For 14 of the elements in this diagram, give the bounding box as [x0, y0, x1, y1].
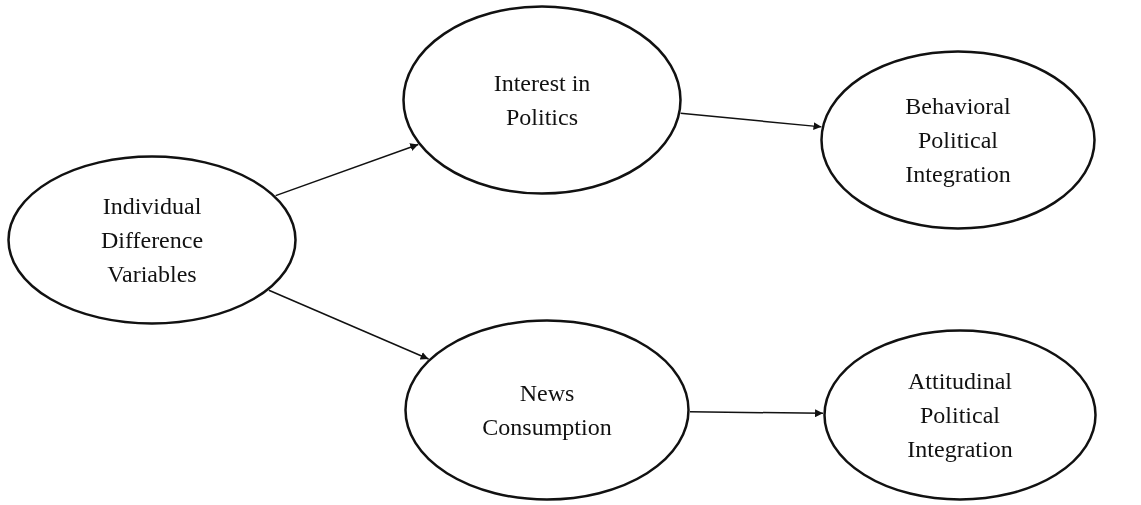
oval-node [823, 329, 1097, 501]
node-label: Interest in Politics [492, 69, 592, 132]
arrow [274, 143, 419, 197]
oval-node [7, 155, 297, 325]
oval-node [404, 319, 690, 501]
node-label: Individual Difference Variables [99, 192, 205, 289]
arrow [689, 409, 824, 418]
oval-node [820, 50, 1096, 230]
oval-node [402, 5, 682, 195]
arrow [268, 289, 430, 360]
arrow [679, 112, 823, 131]
node-label: Attitudinal Political Integration [906, 367, 1014, 464]
node-label: News Consumption [481, 379, 613, 442]
node-label: Behavioral Political Integration [904, 92, 1012, 189]
